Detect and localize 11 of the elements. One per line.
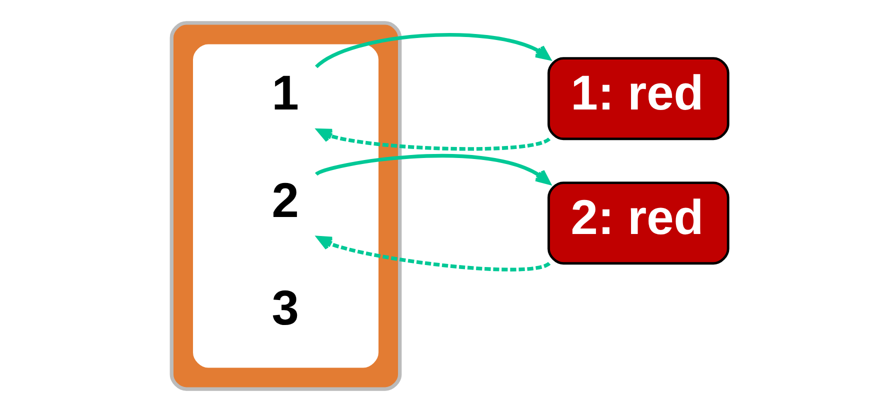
node-box: 2: red — [548, 182, 730, 265]
node-text: 1 — [272, 66, 299, 121]
arrow — [316, 128, 550, 151]
arrow — [315, 33, 551, 68]
cluster — [193, 44, 378, 368]
node-text: 3 — [272, 281, 299, 336]
arrow — [316, 236, 550, 272]
arrow — [315, 154, 551, 185]
cluster — [170, 21, 402, 391]
node-box: 1: red — [548, 57, 730, 140]
node-text: 2 — [272, 174, 299, 228]
